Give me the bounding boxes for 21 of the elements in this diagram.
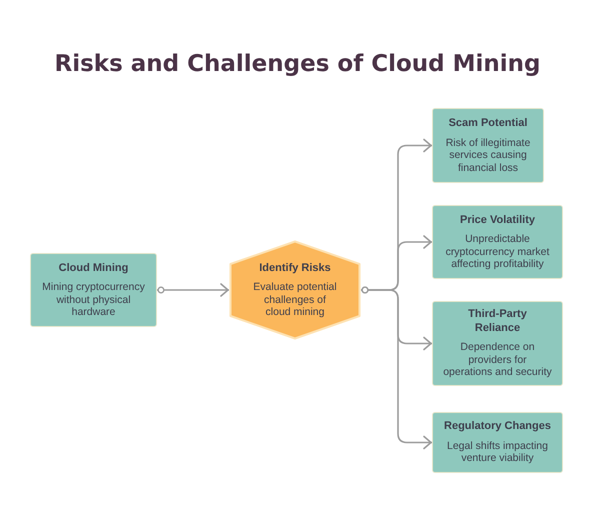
process-box: [432, 301, 563, 386]
node-heading: Scam Potential: [448, 117, 528, 130]
process-box: [432, 412, 563, 473]
hexagon-node: [229, 240, 361, 340]
node-heading: Third-Party Reliance: [467, 308, 528, 336]
node-heading: Identify Risks: [259, 262, 331, 275]
node-description: Mining cryptocurrency without physical hardware: [41, 281, 146, 318]
arrow: [361, 286, 432, 450]
node-description: Evaluate potential challenges of cloud mining: [252, 281, 338, 318]
node-heading: Cloud Mining: [58, 262, 128, 275]
node-description: Unpredictable cryptocurrency market affecting profitability: [444, 233, 550, 270]
node-heading: Regulatory Changes: [444, 420, 551, 434]
node-description: Legal shifts impacting venture viability: [446, 440, 549, 465]
diagram-title: Risks and Challenges of Cloud Mining: [54, 51, 540, 77]
arrow: [157, 283, 229, 297]
process-box: [432, 205, 563, 279]
process-box: [30, 253, 157, 327]
node-description: Risk of illegitimate services causing financial loss: [444, 136, 532, 174]
node-description: Dependence on providers for operations and security: [442, 341, 552, 379]
process-box: [432, 108, 544, 183]
node-heading: Price Volatility: [460, 214, 535, 227]
